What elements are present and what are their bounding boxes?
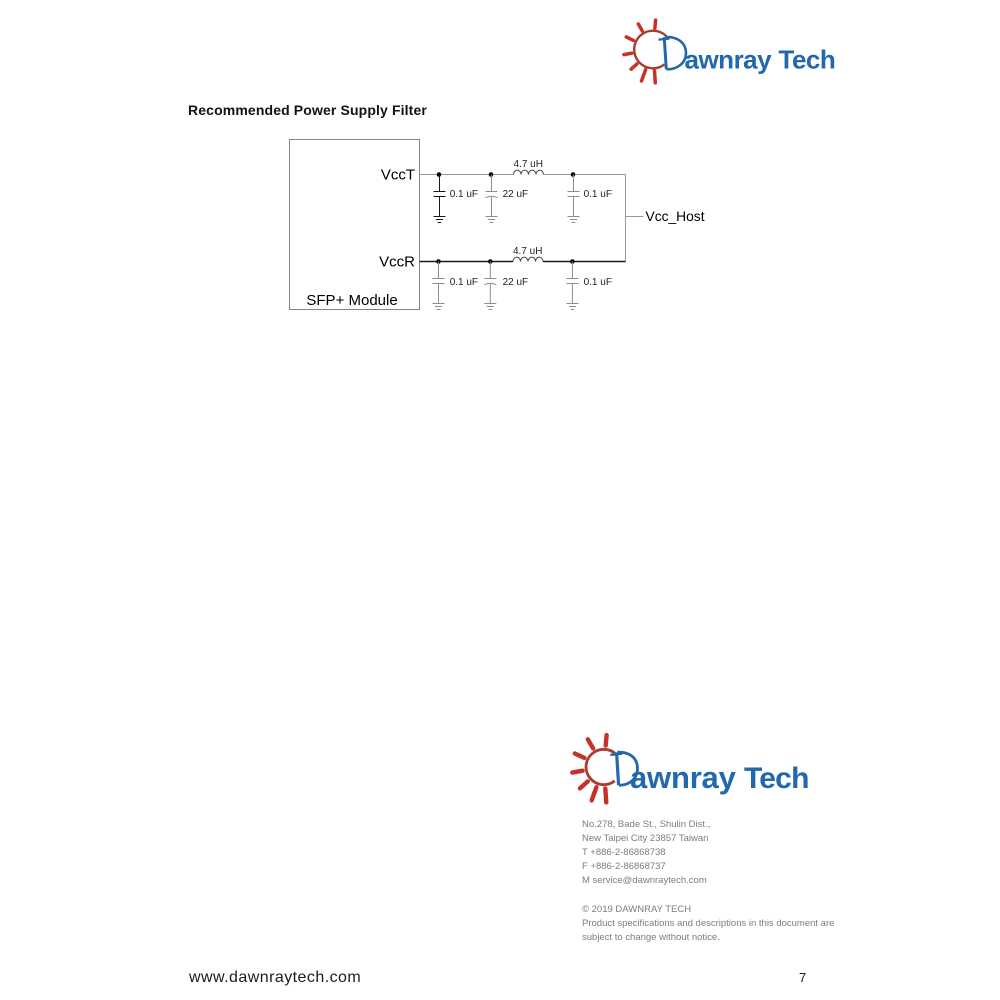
svg-text:4.7 uH: 4.7 uH (513, 246, 542, 257)
svg-text:22 uF: 22 uF (503, 189, 529, 200)
svg-text:0.1 uF: 0.1 uF (584, 277, 612, 288)
svg-text:22 uF: 22 uF (503, 277, 529, 288)
svg-text:0.1 uF: 0.1 uF (584, 189, 612, 200)
svg-text:VccT: VccT (381, 167, 415, 184)
svg-text:VccR: VccR (379, 254, 415, 271)
svg-text:Tech: Tech (744, 762, 809, 795)
svg-text:0.1 uF: 0.1 uF (450, 189, 478, 200)
svg-text:4.7 uH: 4.7 uH (514, 159, 543, 170)
svg-text:awnray: awnray (630, 760, 737, 795)
svg-text:awnray: awnray (685, 45, 773, 75)
svg-text:Vcc_Host: Vcc_Host (646, 209, 705, 224)
svg-text:SFP+ Module: SFP+ Module (306, 292, 397, 309)
svg-text:0.1 uF: 0.1 uF (450, 277, 478, 288)
svg-text:Tech: Tech (779, 45, 836, 75)
